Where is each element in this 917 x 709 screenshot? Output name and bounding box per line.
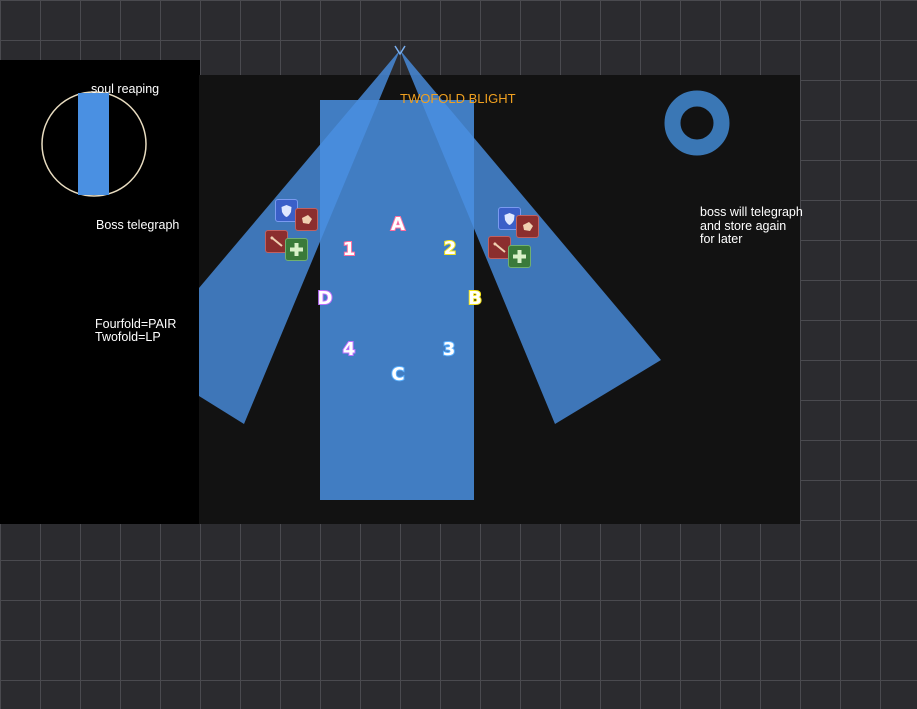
- boss-telegraph-label: Boss telegraph: [96, 218, 180, 232]
- waymark-c: C: [386, 362, 410, 386]
- waymark-c-glyph: C: [391, 364, 404, 385]
- waymark-1-glyph: 1: [343, 239, 356, 260]
- waymark-2-glyph: 2: [444, 238, 457, 259]
- left-cone-aoe: [199, 50, 400, 424]
- waymark-3-glyph: 3: [443, 339, 456, 360]
- waymark-b: B: [463, 286, 487, 310]
- donut-aoe-icon: [664, 90, 730, 156]
- waymark-2: 2: [438, 236, 462, 260]
- healer-cross-icon: [285, 238, 308, 261]
- waymark-4: 4: [337, 337, 361, 361]
- note-line-2: and store again: [700, 219, 787, 233]
- waymark-d-glyph: D: [318, 288, 333, 309]
- ranged-dps-icon: [488, 236, 511, 259]
- mechanic-title: TWOFOLD BLIGHT: [400, 91, 516, 106]
- melee-dps-fist-icon: [516, 215, 539, 238]
- twofold-label: Twofold=LP: [95, 330, 161, 344]
- waymark-4-glyph: 4: [343, 339, 356, 360]
- waymark-b-glyph: B: [468, 288, 482, 309]
- waymark-a-glyph: A: [391, 214, 405, 235]
- fourfold-label: Fourfold=PAIR: [95, 317, 177, 331]
- boss-origin-marker: [394, 45, 406, 56]
- soul-reaping-label: soul reaping: [91, 82, 160, 96]
- healer-cross-icon: [508, 245, 531, 268]
- note-line-3: for later: [700, 232, 743, 246]
- waymark-d: D: [313, 286, 337, 310]
- waymark-1: 1: [337, 237, 361, 261]
- soul-reaping-line-aoe: [78, 93, 109, 195]
- soul-reaping-circle: [41, 91, 147, 197]
- waymark-3: 3: [437, 337, 461, 361]
- melee-dps-fist-icon: [295, 208, 318, 231]
- note-line-1: boss will telegraph: [700, 205, 803, 219]
- ranged-dps-icon: [265, 230, 288, 253]
- waymark-a: A: [386, 212, 410, 236]
